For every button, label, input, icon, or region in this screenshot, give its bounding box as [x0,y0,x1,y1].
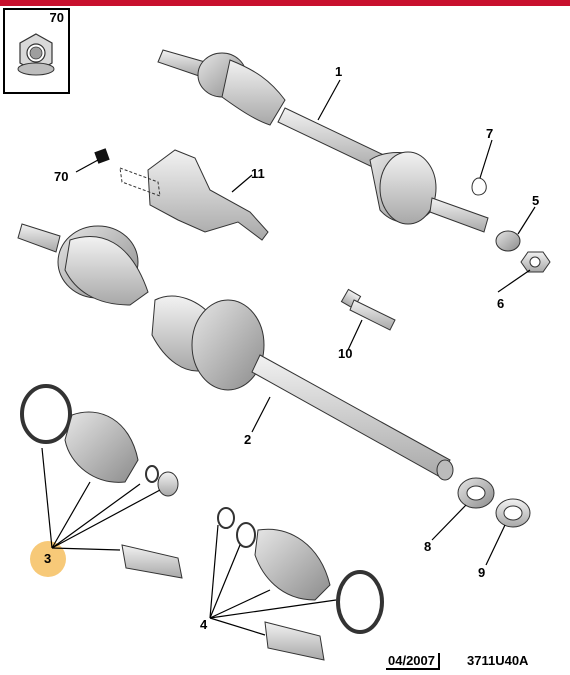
inset-box-nut: 70 [3,8,70,94]
boot-kit-3 [20,384,183,579]
diagram-date: 04/2007 [386,653,440,670]
bolt-10 [340,288,396,331]
small-parts-right [471,177,551,273]
callout-8: 8 [424,539,432,554]
nut-70-small [94,148,110,164]
callout-10: 10 [338,346,353,361]
callout-2: 2 [244,432,252,447]
callout-6: 6 [497,296,505,311]
callout-7: 7 [486,126,494,141]
inset-number: 70 [49,10,64,25]
callout-4: 4 [200,617,208,632]
diagram-code: 3711U40A [467,653,529,668]
callout-5: 5 [532,193,540,208]
seals [457,477,531,528]
flange-nut-icon [17,33,55,76]
header-bar [0,0,570,6]
callout-9: 9 [478,565,486,580]
leader-lines [41,79,536,636]
driveshaft-upper [157,49,489,233]
callout-3: 3 [44,551,52,566]
highlight-circle-item-3 [30,541,66,577]
driveshaft-lower [17,223,454,481]
callout-70: 70 [54,169,69,184]
heat-shield [119,149,269,241]
boot-kit-4 [217,507,384,661]
callout-1: 1 [335,64,343,79]
callout-11: 11 [251,166,265,181]
